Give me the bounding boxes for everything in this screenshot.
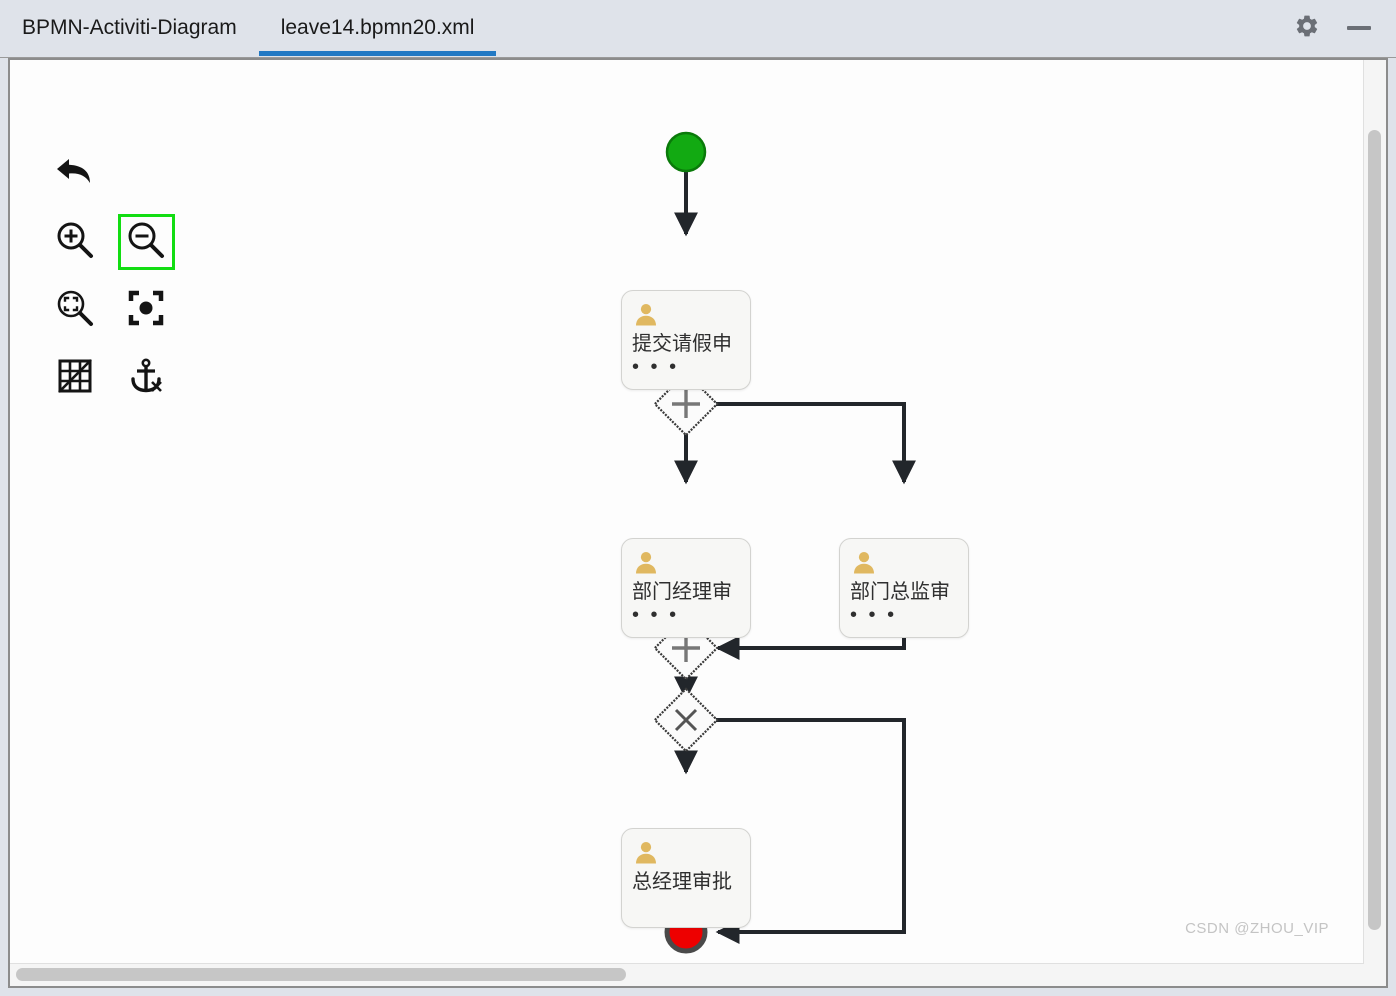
gateway-exclusive[interactable] [653, 687, 719, 753]
window-controls [1292, 0, 1396, 56]
tab-leave14-bpmn20-xml[interactable]: leave14.bpmn20.xml [258, 0, 497, 56]
vertical-scrollbar-thumb[interactable] [1368, 130, 1381, 930]
start-event-node[interactable] [665, 131, 707, 173]
task-label: 部门总监审 [850, 581, 950, 603]
toggle-anchor-button[interactable] [120, 352, 174, 404]
task-node-submit[interactable]: 提交请假申 • • • [621, 290, 751, 390]
editor-toolbar [48, 148, 175, 420]
undo-arrow-icon [53, 152, 97, 197]
minimize-icon [1347, 26, 1371, 30]
grid-off-icon [55, 356, 95, 401]
user-icon [632, 839, 750, 867]
task-ellipsis: • • • [632, 356, 680, 378]
center-focus-button[interactable] [120, 284, 174, 336]
undo-button[interactable] [48, 148, 102, 200]
diagram-canvas-frame: 提交请假申 • • • 部门经理审 • • • [8, 58, 1388, 988]
task-node-dept-director[interactable]: 部门总监审 • • • [839, 538, 969, 638]
diagram-canvas[interactable]: 提交请假申 • • • 部门经理审 • • • [10, 60, 1364, 964]
task-ellipsis: • • • [632, 604, 680, 626]
tab-label: BPMN-Activiti-Diagram [22, 16, 237, 39]
gear-icon [1294, 13, 1320, 44]
task-ellipsis: • • • [850, 604, 898, 626]
toolbar-row-1 [48, 148, 173, 200]
tab-bar: BPMN-Activiti-Diagram leave14.bpmn20.xml [0, 0, 1396, 58]
center-focus-icon [126, 288, 166, 333]
anchor-icon [126, 356, 166, 401]
flow-exclusive-to-end[interactable] [712, 718, 906, 944]
horizontal-scrollbar[interactable] [10, 963, 1364, 986]
task-label: 提交请假申 [632, 333, 732, 355]
settings-button[interactable] [1292, 13, 1322, 43]
toolbar-row-4 [48, 352, 173, 404]
zoom-out-button[interactable] [117, 214, 175, 270]
flow-split-to-director[interactable] [712, 402, 916, 485]
task-label: 总经理审批 [632, 871, 732, 893]
tab-label: leave14.bpmn20.xml [280, 16, 475, 39]
tab-bpmn-activiti-diagram[interactable]: BPMN-Activiti-Diagram [0, 0, 259, 56]
scrollbar-corner [1364, 964, 1386, 986]
horizontal-scrollbar-thumb[interactable] [16, 968, 626, 981]
toggle-grid-button[interactable] [48, 352, 102, 404]
user-icon [632, 549, 750, 577]
zoom-fit-icon [54, 287, 96, 334]
zoom-in-icon [54, 219, 96, 266]
toolbar-row-3 [48, 284, 173, 336]
toolbar-row-2 [48, 214, 175, 270]
user-icon [632, 301, 750, 329]
zoom-in-button[interactable] [48, 216, 102, 268]
vertical-scrollbar[interactable] [1363, 60, 1386, 964]
task-label: 部门经理审 [632, 581, 732, 603]
minimize-button[interactable] [1344, 13, 1374, 43]
task-node-gm-approve[interactable]: 总经理审批 [621, 828, 751, 928]
zoom-out-icon [125, 219, 167, 266]
user-icon [850, 549, 968, 577]
zoom-fit-button[interactable] [48, 284, 102, 336]
task-node-dept-manager[interactable]: 部门经理审 • • • [621, 538, 751, 638]
